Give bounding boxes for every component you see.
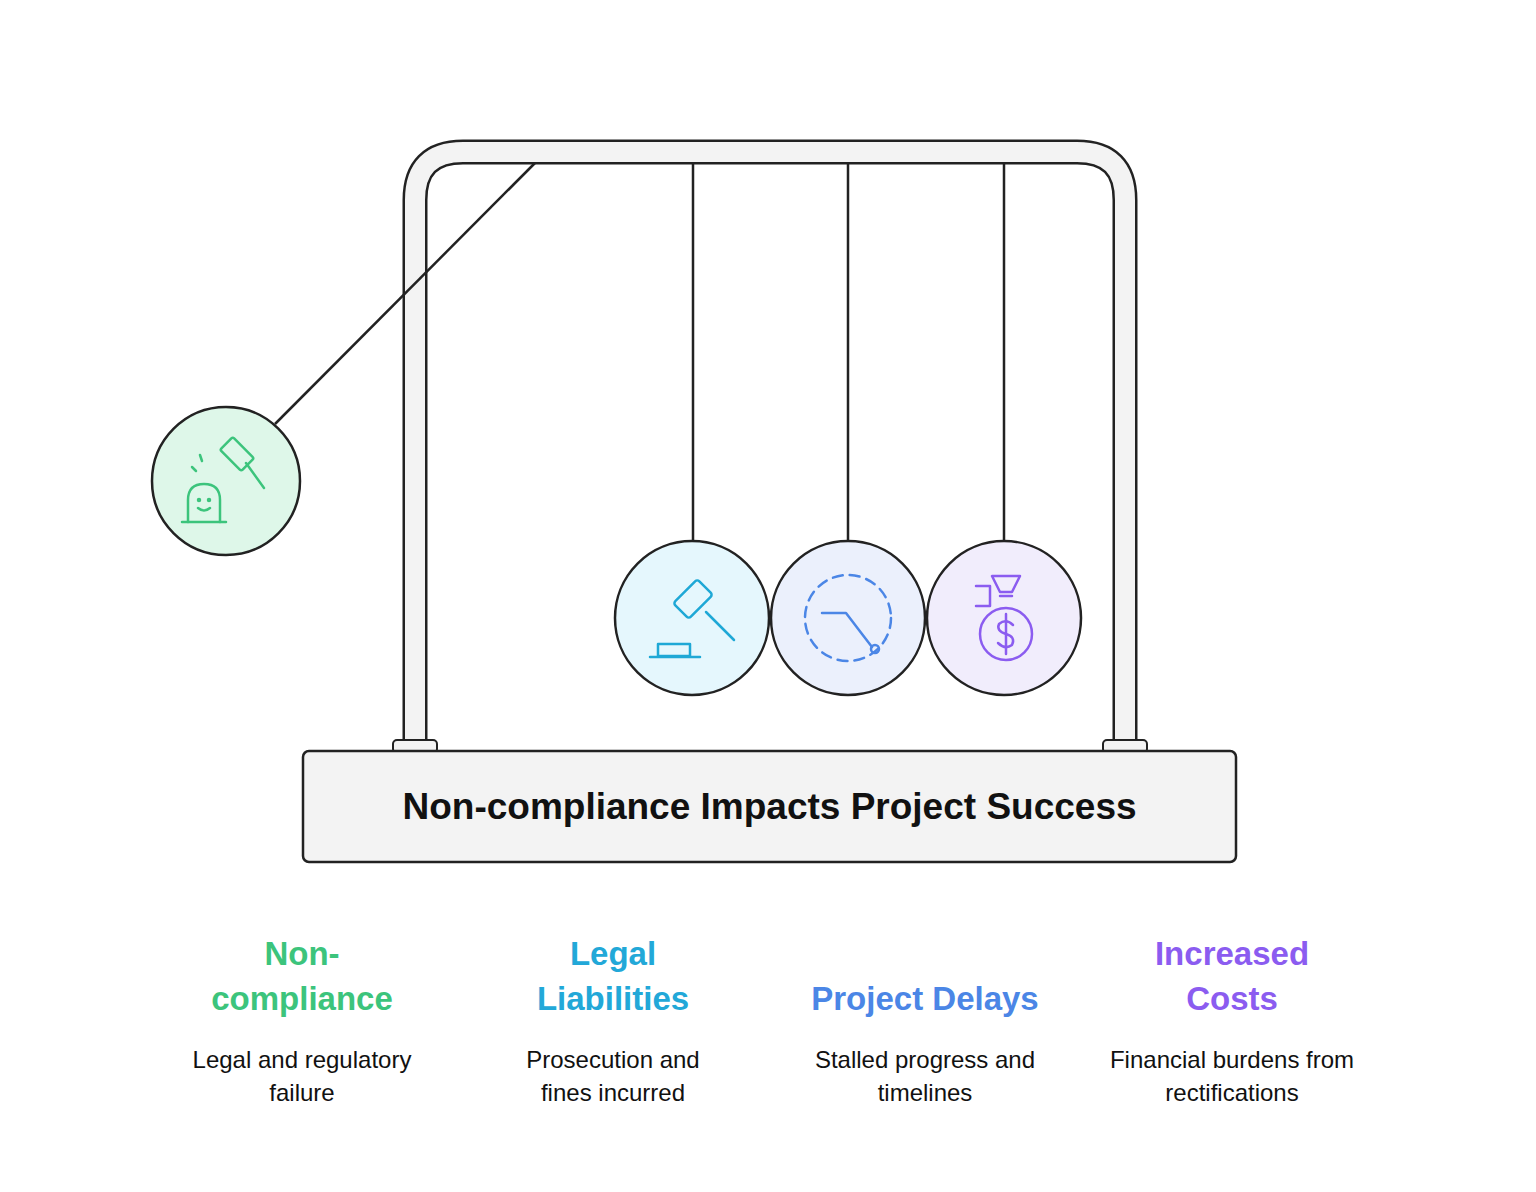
heading-wrap: Project Delays <box>780 925 1070 1021</box>
heading-wrap: Increased Costs <box>1107 925 1357 1021</box>
impact-heading: Project Delays <box>780 976 1070 1021</box>
impact-column: Increased CostsFinancial burdens from re… <box>1107 925 1357 1109</box>
string <box>847 163 850 541</box>
delay-icon <box>805 575 891 661</box>
impact-column: Project DelaysStalled progress and timel… <box>780 925 1070 1109</box>
string <box>692 163 695 541</box>
heading-wrap: Legal Liabilities <box>498 925 728 1021</box>
impact-description: Financial burdens from rectifications <box>1107 1043 1357 1109</box>
cradle-frame-outline <box>415 152 1125 748</box>
string <box>275 163 535 424</box>
impact-column: Legal LiabilitiesProsecution and fines i… <box>498 925 728 1109</box>
cradle-base <box>303 751 1236 862</box>
impact-heading: Legal Liabilities <box>498 931 728 1021</box>
pendulum-ball <box>771 541 925 695</box>
impact-description: Legal and regulatory failure <box>171 1043 433 1109</box>
gavel-icon <box>182 437 264 522</box>
pendulum-ball <box>615 541 769 695</box>
cradle-frame <box>415 152 1125 748</box>
impact-heading: Non-compliance <box>187 931 417 1021</box>
gavel-icon <box>650 579 734 657</box>
money-bag-icon <box>976 576 1032 660</box>
impact-column: Non-complianceLegal and regulatory failu… <box>171 925 433 1109</box>
diagram-title: Non-compliance Impacts Project Success <box>402 786 1136 828</box>
pendulum-ball <box>152 407 300 555</box>
pendulum-ball <box>927 541 1081 695</box>
impact-description: Stalled progress and timelines <box>788 1043 1063 1109</box>
base-box: Non-compliance Impacts Project Success <box>303 751 1236 862</box>
heading-wrap: Non-compliance <box>171 925 433 1021</box>
impact-description: Prosecution and fines incurred <box>498 1043 728 1109</box>
impact-heading: Increased Costs <box>1117 931 1347 1021</box>
string <box>1003 163 1006 541</box>
